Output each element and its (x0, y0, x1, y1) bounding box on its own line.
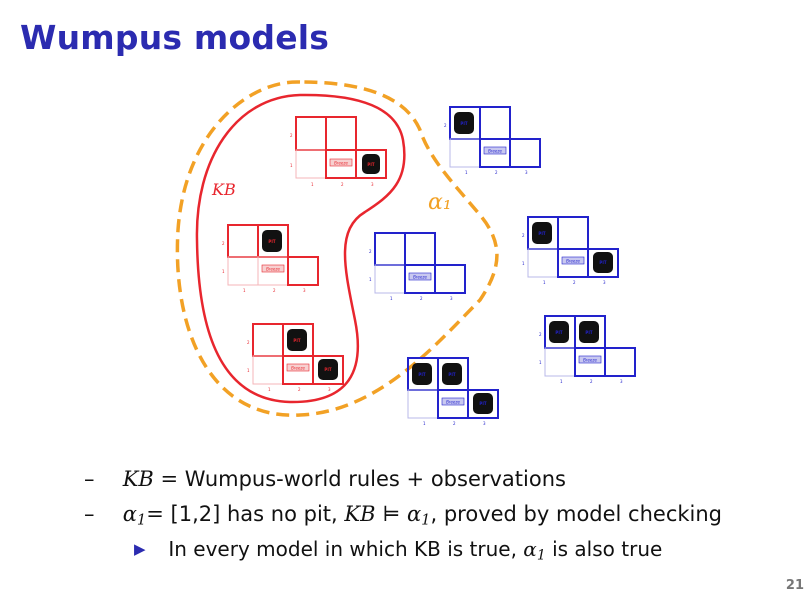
svg-text:1: 1 (290, 163, 293, 168)
kb-boundary (195, 93, 406, 404)
alpha-symbol: α1 (523, 537, 546, 564)
pit-label: PIT (599, 260, 606, 265)
svg-text:1: 1 (539, 360, 542, 365)
svg-text:2: 2 (273, 288, 276, 293)
svg-text:1: 1 (243, 288, 246, 293)
svg-text:2: 2 (522, 233, 525, 238)
bullet-alpha-definition: – α1= [1,2] has no pit, KB ⊨ α1, proved … (84, 498, 784, 533)
svg-text:2: 2 (539, 332, 542, 337)
page-number: 21 (785, 578, 804, 593)
equals-sign: = (160, 467, 179, 491)
alpha-symbol: α1 (122, 502, 147, 529)
pit-label: PIT (585, 330, 592, 335)
kb-label: KB (211, 180, 236, 199)
pit-label: PIT (479, 401, 486, 406)
svg-text:2: 2 (453, 421, 456, 426)
svg-text:3: 3 (620, 379, 623, 384)
bullet-list: – KB = Wumpus-world rules + observations… (84, 463, 784, 567)
pit-label: PIT (555, 330, 562, 335)
breeze-label: Breeze (413, 275, 427, 280)
svg-text:3: 3 (483, 421, 486, 426)
equals-sign: = (146, 502, 164, 526)
svg-text:2: 2 (341, 182, 344, 187)
non-kb-model-grid: PIT PIT Breeze 2 1 1 2 3 (522, 216, 619, 285)
svg-text:3: 3 (603, 280, 606, 285)
entails-symbol: ⊨ (382, 502, 401, 526)
svg-text:2: 2 (247, 340, 250, 345)
svg-text:3: 3 (328, 387, 331, 392)
kb-model-grid: PIT PIT Breeze 2 1 1 2 3 (247, 323, 344, 392)
svg-text:1: 1 (560, 379, 563, 384)
alpha1-label: α₁ (428, 190, 452, 215)
breeze-label: Breeze (266, 267, 280, 272)
breeze-label: Breeze (446, 400, 460, 405)
every-model-text: In every model in which KB is true, (168, 537, 517, 561)
svg-text:2: 2 (590, 379, 593, 384)
svg-text:3: 3 (371, 182, 374, 187)
svg-text:2: 2 (222, 241, 225, 246)
non-kb-model-grid: PIT PIT PIT Breeze 1 2 3 (407, 357, 499, 426)
svg-text:2: 2 (369, 249, 372, 254)
svg-text:2: 2 (290, 133, 293, 138)
breeze-label: Breeze (566, 259, 580, 264)
breeze-label: Breeze (488, 149, 502, 154)
kb-model-grid: PIT Breeze 2 1 1 2 3 (222, 224, 319, 293)
bullet-kb-definition: – KB = Wumpus-world rules + observations (84, 463, 784, 498)
svg-text:1: 1 (369, 277, 372, 282)
non-kb-model-grid: Breeze 2 1 1 2 3 (369, 232, 466, 301)
svg-text:1: 1 (311, 182, 314, 187)
svg-text:1: 1 (268, 387, 271, 392)
pit-label: PIT (418, 372, 425, 377)
dash-marker: – (84, 467, 95, 491)
pit-label: PIT (538, 231, 545, 236)
svg-text:1: 1 (222, 269, 225, 274)
alpha-definition-text: [1,2] has no pit, (170, 502, 338, 526)
breeze-label: Breeze (291, 366, 305, 371)
also-true-text: is also true (552, 537, 663, 561)
svg-text:1: 1 (465, 170, 468, 175)
pit-label: PIT (460, 121, 467, 126)
pit-label: PIT (293, 338, 300, 343)
non-kb-model-grid: PIT PIT Breeze 2 1 1 2 3 (539, 315, 636, 384)
svg-text:1: 1 (390, 296, 393, 301)
sub-bullet-every-model: ▶ In every model in which KB is true, α1… (84, 533, 784, 567)
svg-text:2: 2 (298, 387, 301, 392)
svg-text:3: 3 (303, 288, 306, 293)
svg-text:2: 2 (495, 170, 498, 175)
kb-model-grid: PIT Breeze 2 1 1 2 3 (290, 116, 387, 187)
dash-marker: – (84, 502, 95, 526)
model-checking-text: , proved by model checking (430, 502, 723, 526)
triangle-bullet-icon: ▶ (134, 540, 146, 558)
alpha1-boundary (175, 80, 499, 417)
svg-text:3: 3 (525, 170, 528, 175)
non-kb-model-grid: PIT Breeze 2 1 2 3 (444, 106, 541, 175)
svg-text:2: 2 (420, 296, 423, 301)
pit-label: PIT (367, 162, 374, 167)
kb-symbol: KB (122, 467, 154, 491)
svg-text:1: 1 (522, 261, 525, 266)
kb-symbol: KB (344, 502, 376, 526)
svg-text:1: 1 (247, 368, 250, 373)
svg-text:1: 1 (543, 280, 546, 285)
wumpus-models-diagram: KB α₁ PIT Breeze 2 1 1 2 3 PIT Breeze 2 … (175, 80, 636, 426)
pit-label: PIT (448, 372, 455, 377)
alpha-symbol: α1 (406, 502, 431, 529)
breeze-label: Breeze (583, 358, 597, 363)
kb-definition-text: Wumpus-world rules + observations (184, 467, 566, 491)
slide-title: Wumpus models (20, 18, 330, 57)
breeze-label: Breeze (334, 161, 348, 166)
svg-text:2: 2 (573, 280, 576, 285)
pit-label: PIT (268, 239, 275, 244)
pit-label: PIT (324, 367, 331, 372)
svg-text:3: 3 (450, 296, 453, 301)
svg-text:2: 2 (444, 123, 447, 128)
svg-text:1: 1 (423, 421, 426, 426)
